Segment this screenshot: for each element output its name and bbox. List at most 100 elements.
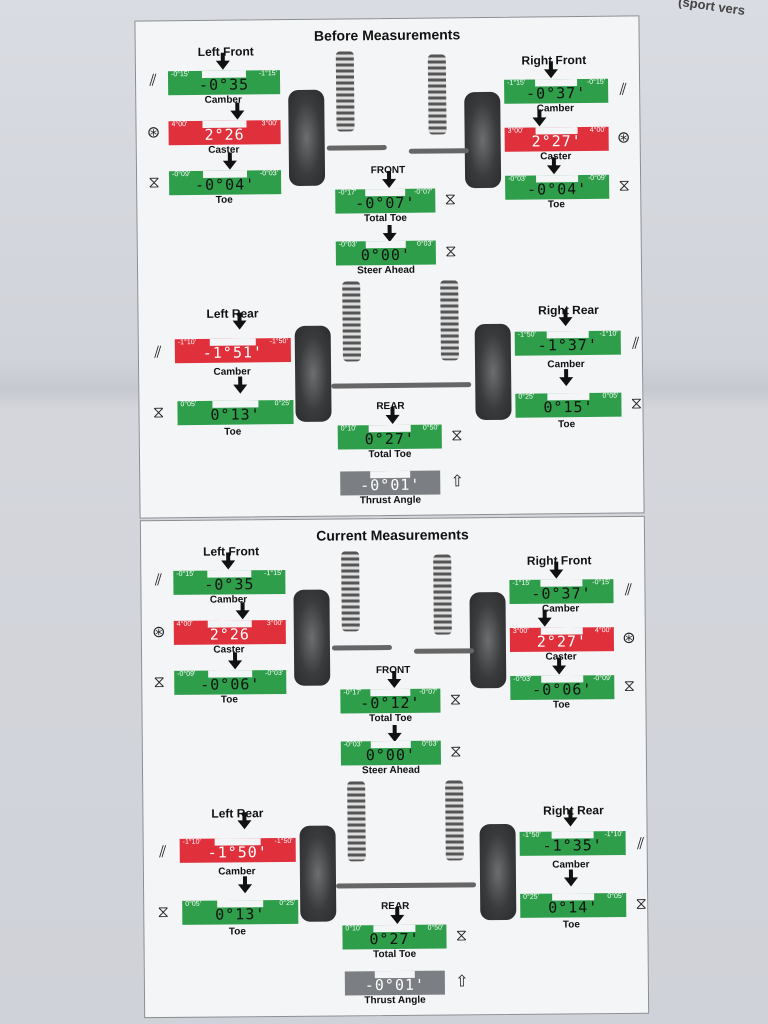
left-front-toe-gauge: -0°09'-0°03'-0°04' bbox=[168, 170, 282, 196]
right-front-caster-arrow bbox=[532, 117, 547, 127]
left-front-caster-gauge-value: 2°26 bbox=[209, 625, 250, 644]
right-front-label: Right Front bbox=[526, 553, 592, 568]
right-front-camber-gauge: -1°15'-0°15'-0°37' bbox=[504, 78, 609, 104]
left-rear-camber-gauge: -1°10'-1°50'-1°51' bbox=[174, 338, 291, 364]
camber-icon: ⫽ bbox=[632, 333, 640, 353]
right-front-label: Right Front bbox=[521, 52, 587, 68]
left-front-toe-label: Toe bbox=[215, 194, 233, 206]
camber-icon: ⫽ bbox=[154, 342, 162, 362]
rear-total-toe-gauge-value: 0°27' bbox=[364, 429, 415, 449]
rear-total-toe-label: Total Toe bbox=[368, 448, 412, 461]
right-rear-camber-gauge-value: -1°37' bbox=[537, 335, 599, 355]
caster-icon: ⊛ bbox=[146, 122, 161, 142]
toe-icon: ⧖ bbox=[623, 675, 635, 695]
left-rear-camber-gauge-value: -1°50' bbox=[207, 843, 268, 862]
left-front-camber-arrow bbox=[221, 560, 236, 570]
front-left-arm bbox=[331, 645, 392, 651]
caster-icon: ⊛ bbox=[616, 127, 631, 147]
toe-icon: ⧖ bbox=[153, 672, 165, 692]
panel-title: Current Measurements bbox=[316, 526, 469, 544]
thrust-angle-label: Thrust Angle bbox=[364, 994, 426, 1007]
left-rear-camber-arrow bbox=[232, 320, 247, 330]
steer-ahead-icon: ⧖ bbox=[445, 241, 457, 261]
thrust-angle-gauge-value: -0°01' bbox=[364, 975, 426, 995]
left-front-label: Left Front bbox=[203, 544, 260, 559]
rear-right-strut bbox=[445, 780, 464, 861]
camber-icon: ⫽ bbox=[637, 833, 645, 853]
left-rear-camber-gauge: -1°10'-1°50'-1°50' bbox=[179, 837, 296, 863]
left-front-caster-gauge: 4°00'3°00'2°26 bbox=[168, 120, 281, 146]
steer-ahead-gauge: -0°03'0°03'0°00' bbox=[335, 240, 436, 266]
left-front-toe-label: Toe bbox=[220, 694, 238, 706]
left-front-caster-gauge: 4°00'3°00'2°26 bbox=[173, 619, 286, 645]
total-toe-icon: ⧖ bbox=[444, 189, 456, 209]
right-front-toe-gauge-value: -0°04' bbox=[527, 179, 588, 199]
right-rear-toe-gauge: 0°25'0°05'0°15' bbox=[515, 392, 622, 418]
toe-icon: ⧖ bbox=[157, 901, 169, 922]
left-rear-toe-label: Toe bbox=[224, 426, 242, 438]
front-left-strut bbox=[335, 51, 355, 132]
steer-ahead-label: Steer Ahead bbox=[356, 264, 416, 277]
right-front-camber-gauge: -1°15'-0°15'-0°37' bbox=[509, 579, 614, 604]
front-total-toe-arrow bbox=[382, 178, 397, 189]
left-front-camber-gauge: -0°15'-1°15'-0°35 bbox=[173, 569, 286, 595]
caster-icon: ⊛ bbox=[152, 621, 166, 642]
rear-total-toe-label: Total Toe bbox=[373, 948, 417, 961]
left-front-caster-gauge-value: 2°26 bbox=[204, 125, 245, 144]
thrust-angle-label: Thrust Angle bbox=[359, 494, 422, 507]
left-front-camber-gauge-value: -0°35 bbox=[198, 75, 250, 94]
camber-icon: ⫽ bbox=[154, 570, 163, 590]
steer-ahead-gauge-value: 0°00' bbox=[365, 745, 417, 765]
toe-icon: ⧖ bbox=[635, 893, 647, 913]
steer-ahead-label: Steer Ahead bbox=[361, 764, 421, 777]
camber-icon: ⫽ bbox=[619, 79, 627, 99]
rear-left-wheel bbox=[294, 325, 332, 422]
left-rear-toe-gauge-value: 0°13' bbox=[215, 905, 266, 924]
toe-icon: ⧖ bbox=[618, 175, 630, 195]
right-rear-camber-gauge: -1°50'-1°10'-1°37' bbox=[514, 330, 621, 356]
front-total-toe-gauge: -0°17'-0°07'-0°07' bbox=[335, 188, 436, 214]
rear-total-toe-gauge: 0°10'0°50'0°27' bbox=[337, 424, 442, 450]
left-rear-camber-gauge-value: -1°51' bbox=[202, 343, 264, 362]
left-rear-label: Left Rear bbox=[206, 306, 259, 321]
front-right-arm bbox=[413, 648, 475, 654]
right-front-caster-gauge: 3°00'4°00'2°27' bbox=[504, 126, 609, 152]
right-front-toe-label: Toe bbox=[547, 199, 565, 211]
page-corner-text: (sport vers bbox=[677, 0, 747, 19]
left-front-label: Left Front bbox=[197, 44, 254, 59]
right-front-toe-arrow bbox=[546, 165, 562, 175]
front-left-strut bbox=[341, 551, 360, 632]
front-total-toe-gauge: -0°17'-0°07'-0°12' bbox=[340, 688, 441, 714]
camber-icon: ⫽ bbox=[159, 841, 167, 862]
front-right-arm bbox=[408, 148, 469, 154]
right-rear-camber-arrow bbox=[563, 817, 578, 827]
right-front-caster-gauge-value: 2°27' bbox=[531, 131, 582, 151]
steer-ahead-gauge: -0°03'0°03'0°00' bbox=[340, 740, 441, 766]
left-rear-toe-label: Toe bbox=[228, 926, 246, 938]
front-right-strut bbox=[427, 54, 447, 135]
left-front-caster-label: Caster bbox=[213, 644, 245, 656]
thrust-angle-gauge-value: -0°01' bbox=[360, 475, 421, 495]
rear-left-strut bbox=[347, 781, 366, 862]
front-right-strut bbox=[433, 554, 452, 635]
right-rear-toe-gauge: 0°25'0°05'0°14' bbox=[520, 892, 627, 918]
toe-icon: ⧖ bbox=[152, 402, 165, 422]
left-rear-camber-arrow bbox=[237, 820, 252, 830]
left-rear-camber-label: Camber bbox=[213, 366, 251, 378]
left-front-caster-arrow bbox=[230, 110, 245, 120]
right-front-toe-gauge: -0°03'-0°09'-0°06' bbox=[510, 675, 615, 700]
right-front-toe-gauge: -0°03'-0°09'-0°04' bbox=[505, 174, 610, 200]
left-rear-toe-gauge: 0°05'0°25'0°13' bbox=[182, 899, 299, 925]
thrust-angle-gauge: -0°01' bbox=[344, 970, 445, 996]
toe-icon: ⧖ bbox=[148, 172, 160, 192]
front-right-wheel bbox=[469, 592, 507, 689]
right-front-toe-arrow bbox=[552, 665, 567, 675]
left-front-camber-label: Camber bbox=[209, 594, 248, 606]
left-rear-toe-gauge-value: 0°13' bbox=[210, 405, 261, 424]
toe-icon: ⧖ bbox=[630, 393, 643, 413]
right-rear-label: Right Rear bbox=[542, 803, 604, 818]
rear-total-toe-gauge: 0°10'0°50'0°27' bbox=[342, 924, 447, 950]
left-front-toe-arrow bbox=[222, 160, 237, 170]
